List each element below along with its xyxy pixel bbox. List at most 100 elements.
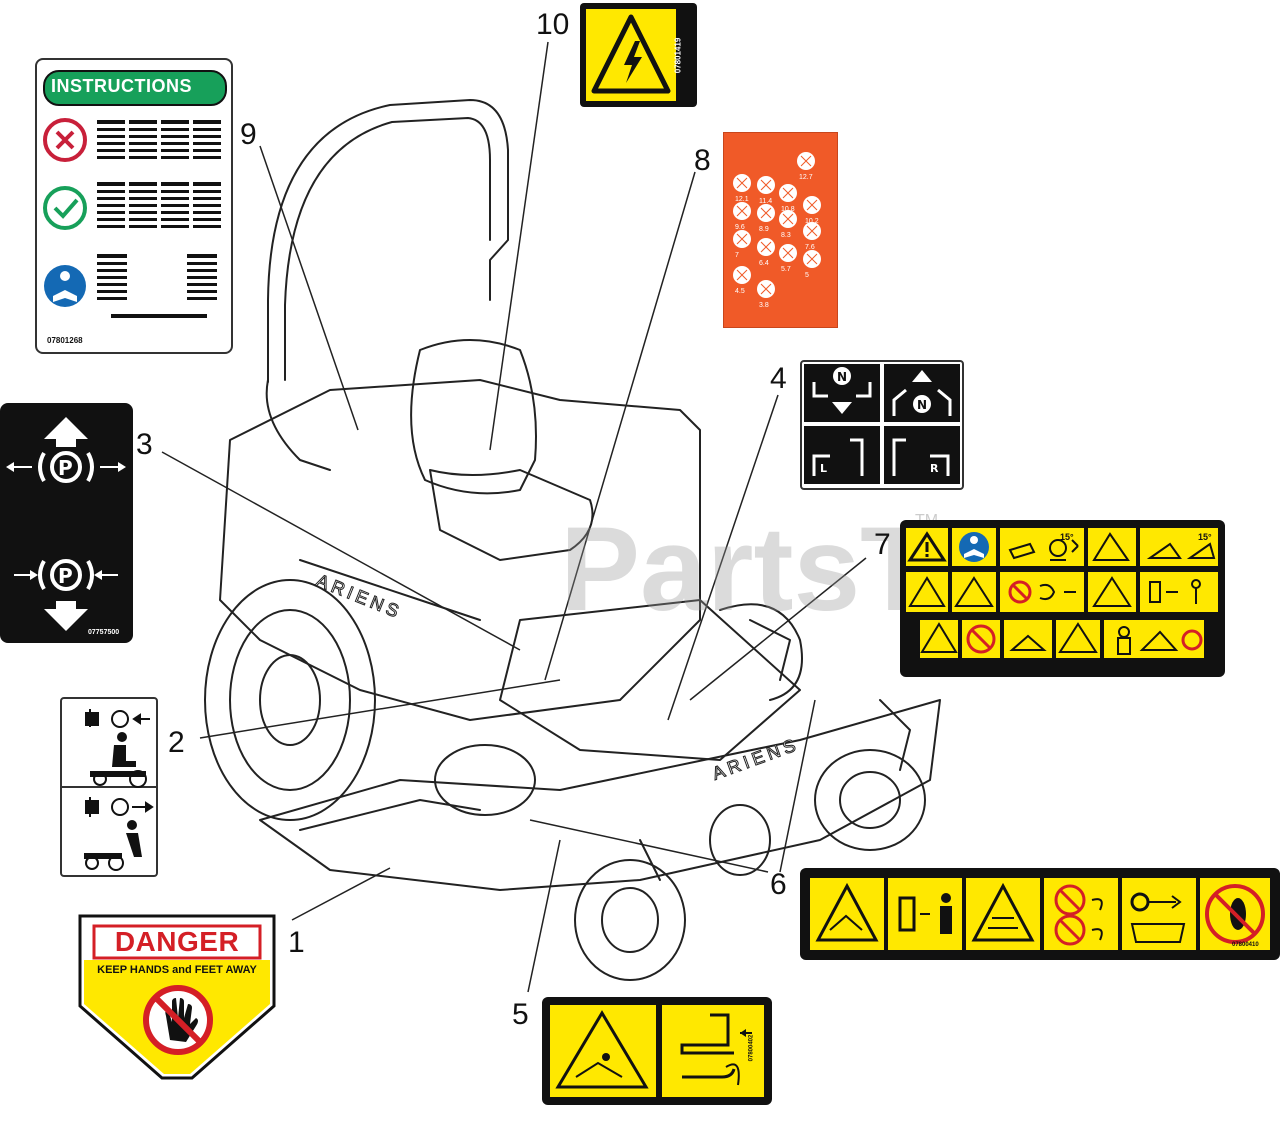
parking-brake-icons: P P: [6, 417, 126, 631]
caster-right: [814, 749, 926, 851]
height-dial-mark-13: [736, 269, 748, 281]
height-dial-label-11: 5.7: [781, 266, 791, 273]
height-dial-mark-7: [782, 213, 794, 225]
callout-6: 6: [770, 868, 787, 901]
decal-seat-operator: 07800402: [542, 997, 772, 1105]
rear-tire-left: [204, 579, 376, 821]
svg-text:N: N: [917, 398, 927, 412]
height-dial-mark-3: [782, 187, 794, 199]
callout-3: 3: [136, 428, 153, 461]
svg-text:P: P: [58, 456, 73, 480]
height-dial-label-9: 7: [735, 252, 739, 259]
roll-bar: [267, 99, 509, 383]
svg-text:R: R: [930, 462, 939, 475]
instructions-icons: [43, 118, 221, 318]
mower-deck: [259, 699, 941, 891]
decal-drive-control: [60, 697, 158, 877]
height-dial-label-12: 5: [805, 272, 809, 279]
height-dial-label-5: 9.6: [735, 224, 745, 231]
prohibited-icon: [43, 118, 87, 162]
height-dial-mark-5: [736, 205, 748, 217]
callout-10: 10: [536, 8, 570, 41]
leader-1: [291, 867, 391, 921]
read-manual-blue-icon: [959, 532, 989, 562]
height-dial-label-4: 10.2: [805, 218, 819, 225]
no-hands-icon: [143, 985, 213, 1055]
body-frame: [219, 379, 701, 721]
height-dial-mark-9: [736, 233, 748, 245]
callout-7: 7: [874, 528, 891, 561]
blade-hazard-icon: [971, 882, 1035, 942]
decal-height-of-cut: 12.7 12.1 11.4 10.8 10.2 9.6 8.9 8.3 7.6 7 6.4 5.7 5…: [723, 132, 838, 328]
instructions-part-number: 07801268: [47, 336, 83, 345]
leader-3: [161, 451, 521, 651]
height-dial-label-10: 6.4: [759, 260, 769, 267]
callout-9: 9: [240, 118, 257, 151]
height-dial-label-3: 10.8: [781, 206, 795, 213]
height-dial-label-7: 8.3: [781, 232, 791, 239]
height-dial-mark-8: [806, 225, 818, 237]
stand-clear-icon: [898, 896, 916, 932]
svg-text:P: P: [58, 564, 73, 588]
svg-text:N: N: [837, 370, 847, 384]
instructions-title-bar: [43, 70, 227, 106]
mower-brand-side: ARIENS: [314, 570, 406, 623]
caster-front: [574, 859, 686, 981]
callout-5: 5: [512, 998, 529, 1031]
leader-6: [529, 819, 769, 873]
brake-engage-icon: P: [14, 559, 118, 631]
height-dial-mark-14: [760, 283, 772, 295]
discharge-safety-icons: [810, 878, 1270, 950]
seat-part-number: 07800402: [748, 1034, 755, 1062]
decal-discharge-safety: 07800410: [800, 868, 1280, 960]
leader-8: [544, 171, 696, 681]
height-dial-label-8: 7.6: [805, 244, 815, 251]
warning-strip-icons: 15° 15°: [906, 528, 1218, 658]
height-of-cut-dots: 12.7 12.1 11.4 10.8 10.2 9.6 8.9 8.3 7.6 7 6.4 5.7 5…: [733, 152, 821, 309]
seat-switch-icon: [680, 1013, 752, 1086]
engine-pulley: [434, 744, 536, 816]
slope-label-right: 15°: [1198, 532, 1212, 542]
brake-release-icon: P: [6, 417, 126, 483]
read-manual-icon: [44, 265, 86, 307]
rider-dismount-icon: [84, 820, 142, 871]
approved-check-icon: [43, 186, 87, 230]
slope-label-left: 15°: [1060, 532, 1074, 542]
height-dial-mark-2: [760, 179, 772, 191]
mower-brand-front: ARIENS: [710, 734, 802, 784]
height-dial-mark-11: [782, 247, 794, 259]
neutral-reverse-icon: N: [812, 367, 872, 414]
general-warning-icon: [907, 531, 947, 562]
height-dial-label-0: 12.7: [799, 174, 813, 181]
seat: [410, 339, 537, 495]
decal-instructions: INSTRUCTIONS: [35, 58, 233, 354]
danger-sign-shape: [78, 914, 276, 1080]
height-dial-mark-12: [806, 253, 818, 265]
decal-steering-controls: N N L R: [800, 360, 964, 490]
height-dial-label-13: 4.5: [735, 288, 745, 295]
height-dial-mark-4: [806, 199, 818, 211]
decal-parking-brake: P P 07757500: [0, 403, 133, 643]
electrical-warning-icon: [586, 9, 676, 101]
leader-7: [689, 557, 867, 701]
callout-8: 8: [694, 144, 711, 177]
height-dial-label-2: 11.4: [759, 198, 772, 205]
callout-1: 1: [288, 926, 305, 959]
lever-out-icon: [85, 797, 154, 817]
parking-brake-part-number: 07757500: [88, 629, 120, 636]
no-step-icon: [1205, 884, 1265, 944]
height-dial-mark-10: [760, 241, 772, 253]
callout-4: 4: [770, 362, 787, 395]
height-dial-label-6: 8.9: [759, 226, 769, 233]
danger-title: DANGER: [114, 926, 240, 957]
turn-left-icon: L: [812, 438, 864, 476]
rollover-warning-icon: [555, 1010, 649, 1089]
svg-text:L: L: [820, 462, 827, 475]
leader-5: [527, 839, 561, 993]
height-dial-mark-0: [800, 155, 812, 167]
discharge-part-number: 07800410: [1232, 942, 1259, 948]
callout-2: 2: [168, 726, 185, 759]
height-dial-label-1: 12.1: [735, 196, 749, 203]
turn-right-icon: R: [892, 438, 950, 476]
